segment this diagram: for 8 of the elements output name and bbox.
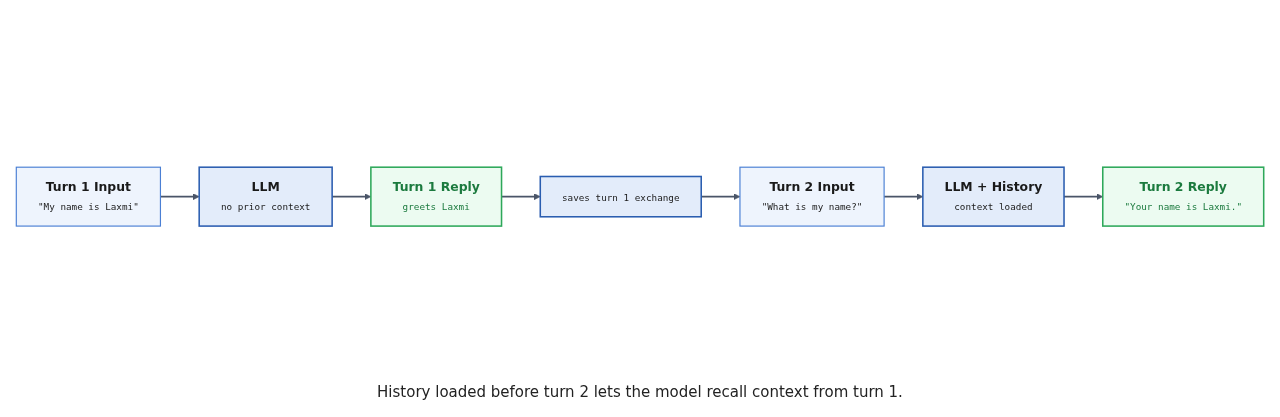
node-box: saves turn 1 exchange bbox=[539, 175, 702, 218]
node-box: Turn 1 Reply greets Laxmi bbox=[370, 166, 503, 227]
node-box: LLM + History context loaded bbox=[922, 166, 1065, 227]
node-box: LLM no prior context bbox=[198, 166, 333, 227]
node-box: Turn 1 Input "My name is Laxmi" bbox=[15, 166, 161, 227]
node-box: Turn 2 Input "What is my name?" bbox=[739, 166, 885, 227]
node-box: Turn 2 Reply "Your name is Laxmi." bbox=[1102, 166, 1265, 227]
caption: History loaded before turn 2 lets the model recall context from turn 1. bbox=[377, 382, 903, 401]
